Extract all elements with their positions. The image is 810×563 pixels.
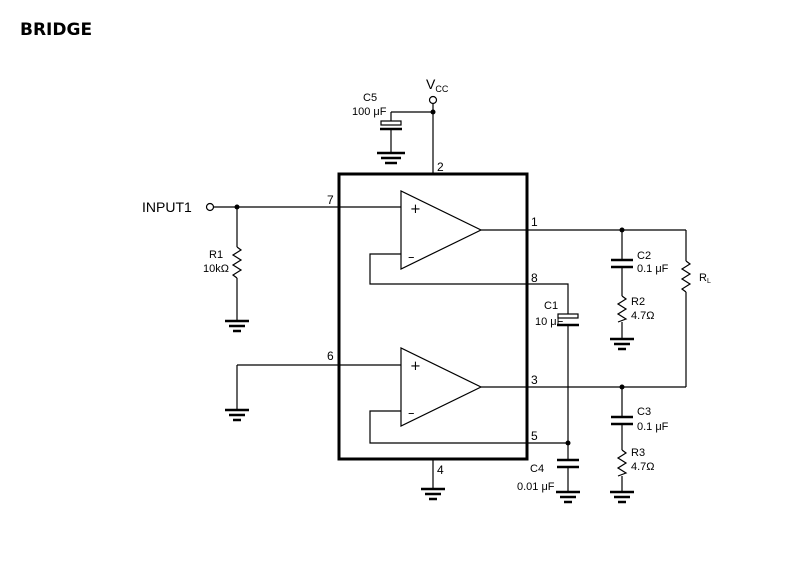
pin-1-label: 1 bbox=[531, 215, 538, 229]
r1-value: 10kΩ bbox=[203, 263, 229, 275]
vcc-terminal: VCC bbox=[426, 76, 449, 105]
vcc-node bbox=[428, 95, 438, 105]
c1-name: C1 bbox=[544, 300, 558, 312]
ground-icon bbox=[377, 151, 405, 165]
r3-name: R3 bbox=[631, 447, 645, 459]
pin-6-label: 6 bbox=[327, 349, 334, 363]
ic-package bbox=[337, 172, 529, 461]
pin-5-label: 5 bbox=[531, 429, 538, 443]
pin-4-label: 4 bbox=[437, 463, 444, 477]
resistor-r1: R1 10kΩ bbox=[203, 207, 243, 321]
op-amp-bottom-plus: + bbox=[410, 359, 421, 374]
pin-3-label: 3 bbox=[531, 373, 538, 387]
c4-name: C4 bbox=[530, 463, 544, 475]
c3-value: 0.1 μF bbox=[637, 421, 669, 433]
r3-value: 4.7Ω bbox=[631, 461, 655, 473]
pin-2-label: 2 bbox=[437, 160, 444, 174]
ground-icon bbox=[556, 490, 580, 504]
input1-node bbox=[205, 202, 215, 212]
op-amp-top-minus: – bbox=[408, 250, 415, 265]
resistor-rl: RL bbox=[680, 230, 711, 387]
pin-7-label: 7 bbox=[327, 193, 334, 207]
ground-icon bbox=[421, 487, 445, 501]
c5-name: C5 bbox=[363, 92, 377, 104]
ground-icon bbox=[610, 337, 634, 351]
r1-name: R1 bbox=[209, 249, 223, 261]
ground-icon bbox=[610, 490, 634, 504]
resistor-r3: R3 4.7Ω bbox=[616, 447, 655, 492]
op-amp-top: + – bbox=[400, 190, 483, 270]
c1-value: 10 μF bbox=[535, 316, 564, 328]
resistor-r2: R2 4.7Ω bbox=[616, 295, 655, 339]
c2-value: 0.1 μF bbox=[637, 263, 669, 275]
op-amp-top-plus: + bbox=[410, 202, 421, 217]
r2-name: R2 bbox=[631, 296, 645, 308]
ground-icon bbox=[225, 319, 249, 333]
c5-value: 100 μF bbox=[352, 106, 387, 118]
capacitor-c3: C3 0.1 μF bbox=[611, 387, 669, 450]
input1-label: INPUT1 bbox=[142, 199, 192, 215]
r2-value: 4.7Ω bbox=[631, 310, 655, 322]
junction-dot bbox=[430, 109, 436, 115]
op-amp-bottom: + – bbox=[400, 347, 483, 427]
c3-name: C3 bbox=[637, 406, 651, 418]
page-title: BRIDGE bbox=[20, 20, 92, 40]
pin-8-label: 8 bbox=[531, 271, 538, 285]
capacitor-c4: C4 0.01 μF bbox=[517, 443, 579, 493]
c4-value: 0.01 μF bbox=[517, 481, 555, 493]
ground-icon bbox=[225, 408, 249, 422]
capacitor-c2: C2 0.1 μF bbox=[611, 230, 669, 296]
rl-label: RL bbox=[699, 272, 711, 285]
op-amp-bottom-minus: – bbox=[408, 406, 415, 421]
capacitor-c1: C1 10 μF bbox=[535, 300, 579, 443]
c2-name: C2 bbox=[637, 250, 651, 262]
vcc-label: VCC bbox=[426, 76, 449, 94]
capacitor-c5: C5 100 μF bbox=[352, 92, 402, 153]
